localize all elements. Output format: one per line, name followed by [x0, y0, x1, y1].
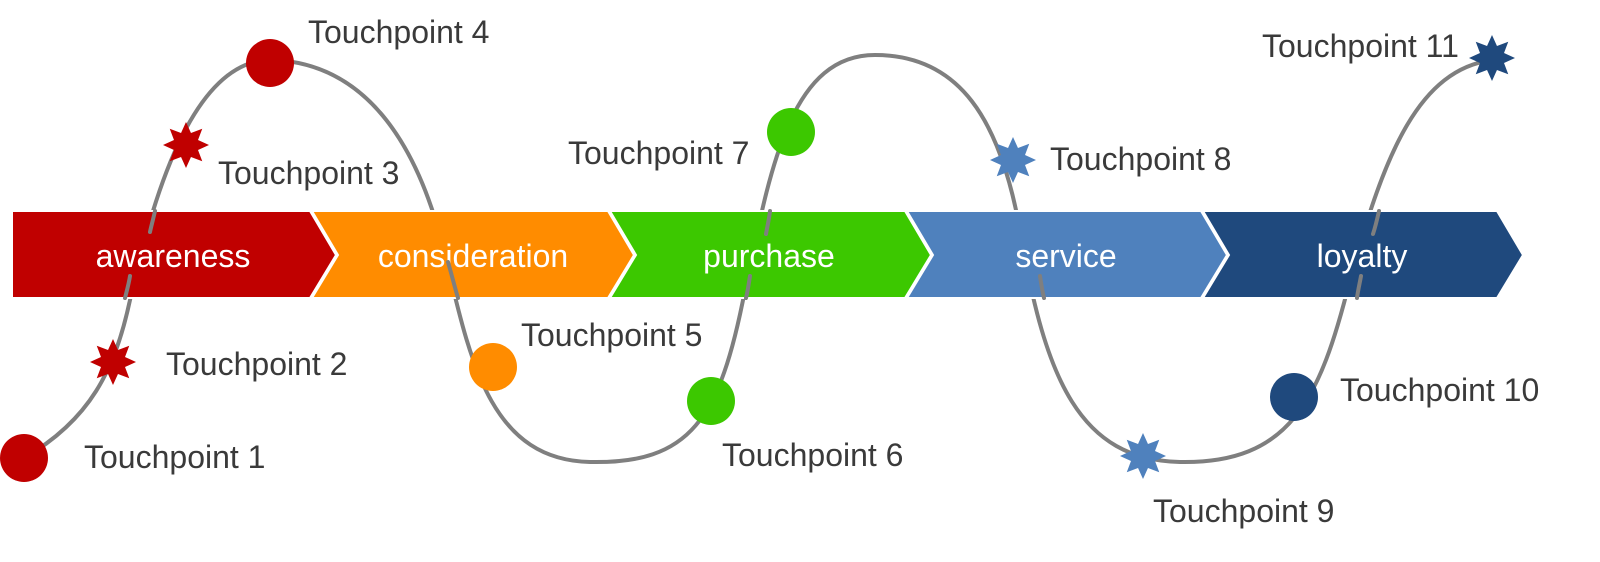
touchpoint-10-label: Touchpoint 10 [1340, 372, 1539, 408]
stage-awareness: awareness [11, 210, 338, 299]
touchpoint-markers [0, 35, 1515, 482]
touchpoint-star-icon [1469, 35, 1515, 81]
touchpoint-6-label: Touchpoint 6 [722, 437, 903, 473]
touchpoint-3-label: Touchpoint 3 [218, 155, 399, 191]
touchpoint-10-marker [1270, 373, 1318, 421]
stage-consideration: consideration [310, 210, 636, 299]
touchpoint-circle-icon [246, 39, 294, 87]
touchpoint-6-marker [687, 377, 735, 425]
stage-consideration-shape [310, 210, 636, 299]
stage-purchase-label: purchase [703, 238, 835, 274]
touchpoint-8-marker [990, 137, 1036, 183]
touchpoint-star-icon [990, 137, 1036, 183]
touchpoint-5-marker [469, 343, 517, 391]
stage-service: service [905, 210, 1229, 299]
stage-purchase-shape [608, 210, 933, 299]
touchpoint-4-marker [246, 39, 294, 87]
stage-service-shape [905, 210, 1229, 299]
touchpoint-star-icon [1120, 433, 1166, 479]
touchpoint-5-label: Touchpoint 5 [521, 317, 702, 353]
stage-consideration-label: consideration [378, 238, 568, 274]
stage-bar: awareness consideration purchase service… [11, 210, 1525, 299]
touchpoint-11-label: Touchpoint 11 [1262, 28, 1459, 64]
touchpoint-circle-icon [0, 434, 48, 482]
touchpoint-4-label: Touchpoint 4 [308, 14, 489, 50]
touchpoint-labels: Touchpoint 1 Touchpoint 2 Touchpoint 3 T… [84, 14, 1539, 529]
journey-curve-overlay [123, 209, 1381, 300]
touchpoint-7-label: Touchpoint 7 [568, 135, 749, 171]
stage-loyalty: loyalty [1201, 210, 1525, 299]
touchpoint-1-marker [0, 434, 48, 482]
stage-service-label: service [1015, 238, 1116, 274]
touchpoint-2-label: Touchpoint 2 [166, 346, 347, 382]
stage-purchase: purchase [608, 210, 933, 299]
touchpoint-circle-icon [469, 343, 517, 391]
touchpoint-3-marker [163, 122, 209, 168]
stage-loyalty-label: loyalty [1317, 238, 1408, 274]
stage-awareness-shape [11, 210, 338, 299]
touchpoint-star-icon [163, 122, 209, 168]
touchpoint-9-label: Touchpoint 9 [1153, 493, 1334, 529]
touchpoint-circle-icon [687, 377, 735, 425]
touchpoint-9-marker [1120, 433, 1166, 479]
touchpoint-circle-icon [1270, 373, 1318, 421]
touchpoint-11-marker [1469, 35, 1515, 81]
touchpoint-star-icon [90, 339, 136, 385]
touchpoint-2-marker [90, 339, 136, 385]
touchpoint-1-label: Touchpoint 1 [84, 439, 265, 475]
touchpoint-circle-icon [767, 108, 815, 156]
stage-loyalty-shape [1201, 210, 1525, 299]
stage-awareness-label: awareness [96, 238, 251, 274]
touchpoint-8-label: Touchpoint 8 [1050, 141, 1231, 177]
touchpoint-7-marker [767, 108, 815, 156]
